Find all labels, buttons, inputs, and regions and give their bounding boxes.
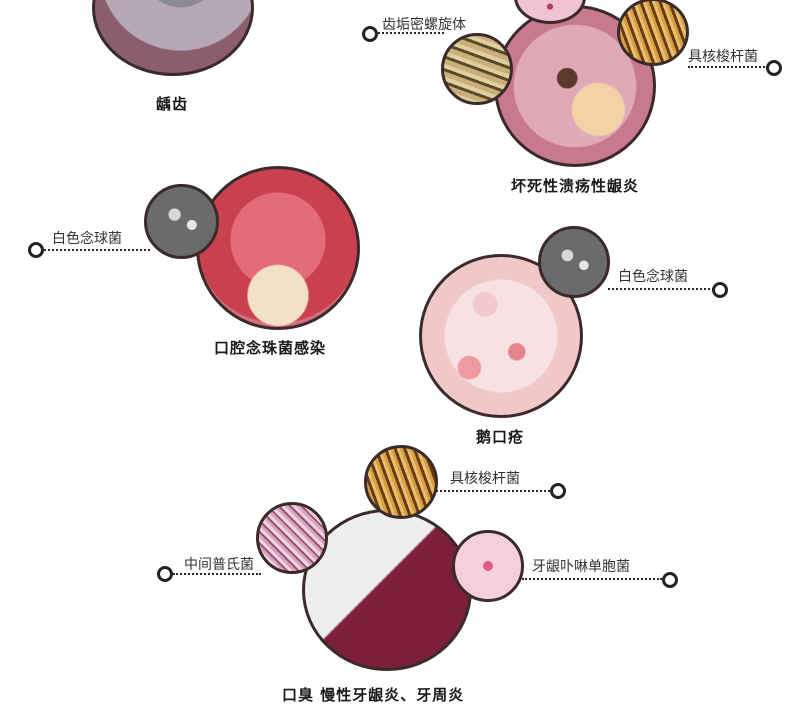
line-fusobacterium-bottom xyxy=(436,490,550,492)
caption-thrush: 鹅口疮 xyxy=(476,428,525,446)
caption-candida: 口腔念珠菌感染 xyxy=(214,339,327,357)
caries-photo xyxy=(92,0,254,76)
candida-inset-left xyxy=(144,184,219,259)
line-porphyromonas xyxy=(522,578,662,580)
fusobacterium-inset-top xyxy=(617,0,689,66)
ring-candida-right xyxy=(712,282,728,298)
line-candida-right xyxy=(608,288,714,290)
fusobacterium-inset-bottom xyxy=(364,445,438,519)
label-prevotella: 中间普氏菌 xyxy=(184,557,254,573)
line-spirochete xyxy=(378,32,444,34)
prevotella-inset xyxy=(256,502,328,574)
ring-porphyromonas xyxy=(662,572,678,588)
label-fusobacterium-top: 具核梭杆菌 xyxy=(688,49,758,65)
line-fusobacterium-top xyxy=(688,66,768,68)
caption-caries: 龋齿 xyxy=(156,95,189,113)
line-candida-left xyxy=(44,249,150,251)
thrush-inset xyxy=(538,226,610,298)
label-candida-right: 白色念球菌 xyxy=(618,269,688,285)
candida-photo xyxy=(196,166,360,330)
label-spirochete: 齿垢密螺旋体 xyxy=(382,17,466,33)
ring-fusobacterium-top xyxy=(766,60,782,76)
ring-fusobacterium-bottom xyxy=(550,483,566,499)
ring-prevotella xyxy=(157,566,173,582)
label-fusobacterium-bottom: 具核梭杆菌 xyxy=(450,471,520,487)
caption-necrotizing: 坏死性溃疡性龈炎 xyxy=(511,177,640,195)
line-prevotella xyxy=(173,573,261,575)
porphyromonas-inset xyxy=(452,530,524,602)
spirochete-inset xyxy=(441,33,513,105)
caption-halitosis: 口臭 慢性牙龈炎、牙周炎 xyxy=(282,686,465,704)
ring-candida-left xyxy=(28,242,44,258)
label-porphyromonas: 牙龈卟啉单胞菌 xyxy=(532,559,630,575)
ring-spirochete xyxy=(362,26,378,42)
label-candida-left: 白色念球菌 xyxy=(52,231,122,247)
